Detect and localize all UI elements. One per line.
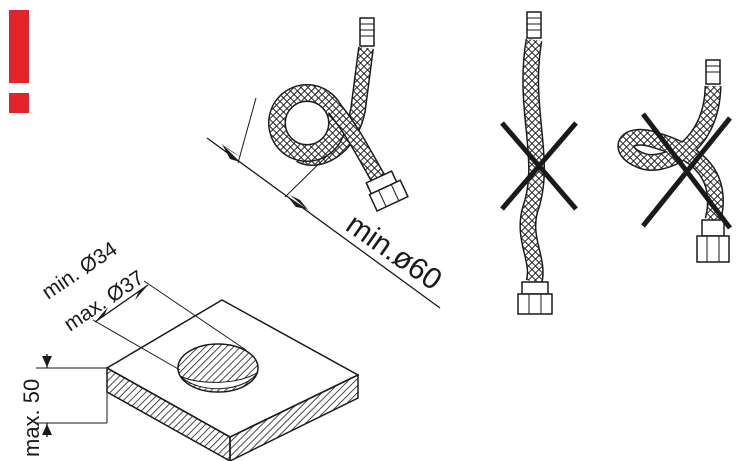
hose-top-connector	[359, 17, 375, 47]
loop-min-diameter-label: min.ø60	[340, 208, 448, 297]
plate-thickness-dimension	[36, 354, 108, 437]
mounting-plate-illustration	[105, 299, 360, 461]
forbidden-cross-icon	[641, 112, 732, 230]
plate-max-thickness-label: max. 50	[19, 379, 44, 457]
forbidden-cross-icon	[500, 121, 578, 211]
twisted-hose-illustration	[517, 11, 553, 315]
hose-loop-illustration	[268, 17, 409, 212]
hole-diameter-dimension	[92, 280, 247, 371]
warning-exclamation-icon	[9, 10, 29, 113]
hose-bottom-nut	[365, 170, 409, 212]
loop-dimension-line	[206, 97, 441, 309]
knotted-hose-illustration	[617, 59, 730, 263]
